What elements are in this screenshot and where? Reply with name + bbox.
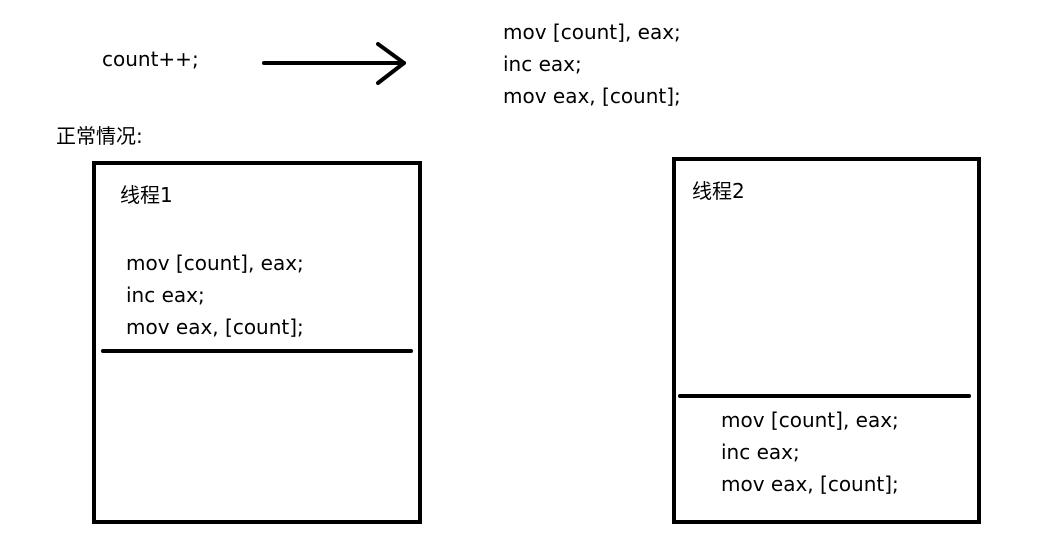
thread2-code-line: mov [count], eax;	[721, 408, 899, 432]
assembly-line: mov eax, [count];	[503, 84, 681, 108]
thread1-code-line: mov [count], eax;	[126, 251, 304, 275]
section-title: 正常情况:	[56, 124, 143, 148]
assembly-line: inc eax;	[503, 52, 582, 76]
thread2-code-line: mov eax, [count];	[721, 472, 899, 496]
assembly-listing: mov [count], eax; inc eax; mov eax, [cou…	[503, 16, 681, 112]
thread1-code-line: mov eax, [count];	[126, 315, 304, 339]
thread1-code-line: inc eax;	[126, 283, 205, 307]
thread2-divider	[678, 394, 971, 398]
source-statement: count++;	[102, 47, 199, 71]
thread1-code: mov [count], eax; inc eax; mov eax, [cou…	[126, 247, 304, 343]
thread2-label: 线程2	[692, 179, 745, 203]
thread2-code: mov [count], eax; inc eax; mov eax, [cou…	[721, 404, 899, 500]
assembly-line: mov [count], eax;	[503, 20, 681, 44]
thread1-label: 线程1	[120, 183, 173, 207]
right-arrow-icon	[262, 42, 406, 85]
thread1-divider	[101, 349, 413, 353]
thread2-box: 线程2 mov [count], eax; inc eax; mov eax, …	[672, 157, 981, 524]
thread1-box: 线程1 mov [count], eax; inc eax; mov eax, …	[92, 161, 422, 524]
thread2-code-line: inc eax;	[721, 440, 800, 464]
